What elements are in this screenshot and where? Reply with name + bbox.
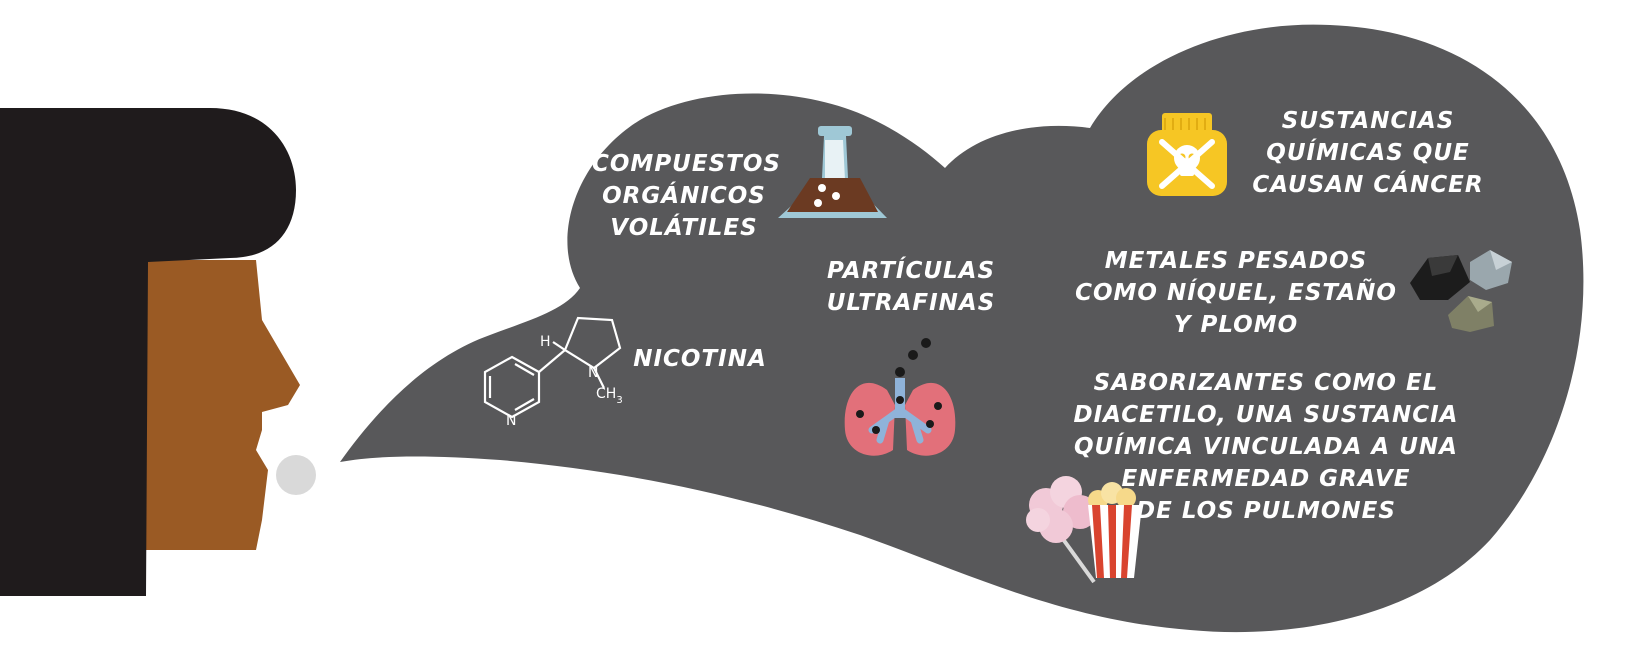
label-line: QUÍMICA VINCULADA A UNA	[1074, 434, 1458, 460]
label-saborizantes: SABORIZANTES COMO EL DIACETILO, UNA SUST…	[1066, 367, 1466, 527]
poison-jar-icon	[1147, 113, 1227, 196]
label-line: COMO NÍQUEL, ESTAÑO	[1075, 280, 1397, 306]
molecule-labels: H N N CH3	[506, 334, 623, 429]
label-line: ENFERMEDAD GRAVE	[1121, 466, 1411, 492]
molecule-nitrogen-ring-label: N	[588, 365, 598, 381]
label-particulas-ultrafinas: PARTÍCULAS ULTRAFINAS	[826, 255, 996, 319]
label-line: ORGÁNICOS	[602, 183, 766, 209]
molecule-methyl-subscript: 3	[616, 395, 622, 406]
molecule-methyl-text: CH	[596, 386, 616, 402]
cotton-candy-popcorn-icon	[1026, 476, 1142, 584]
label-line: QUÍMICAS QUE	[1266, 140, 1470, 166]
face	[140, 260, 300, 550]
label-compuestos-organicos-volatiles: COMPUESTOS ORGÁNICOS VOLÁTILES	[592, 148, 781, 244]
hair	[0, 108, 296, 596]
label-line: PARTÍCULAS	[826, 258, 996, 284]
flask-icon	[778, 126, 887, 218]
label-line: Y PLOMO	[1173, 312, 1299, 338]
label-line: SABORIZANTES COMO EL	[1093, 370, 1439, 396]
molecule-nitrogen-pyridine-label: N	[506, 413, 516, 429]
vapor-cloud	[340, 24, 1584, 633]
label-line: SUSTANCIAS	[1281, 108, 1455, 134]
molecule-hydrogen-label: H	[540, 334, 551, 350]
label-line: COMPUESTOS	[592, 151, 781, 177]
molecule-methyl-label: CH3	[596, 386, 623, 406]
label-sustancias-cancer: SUSTANCIAS QUÍMICAS QUE CAUSAN CÁNCER	[1248, 105, 1488, 201]
label-line: NICOTINA	[633, 346, 767, 372]
metal-rocks-icon	[1410, 250, 1512, 332]
smoke-puff	[276, 455, 316, 495]
label-metales-pesados: METALES PESADOS COMO NÍQUEL, ESTAÑO Y PL…	[1068, 245, 1404, 341]
label-line: VOLÁTILES	[610, 215, 758, 241]
label-line: METALES PESADOS	[1104, 248, 1368, 274]
label-line: CAUSAN CÁNCER	[1252, 172, 1484, 198]
person-head	[0, 108, 300, 596]
label-line: DIACETILO, UNA SUSTANCIA	[1073, 402, 1459, 428]
nicotine-molecule-icon	[483, 316, 622, 419]
label-line: ULTRAFINAS	[826, 290, 996, 316]
label-nicotina: NICOTINA	[632, 343, 768, 375]
lungs-icon	[844, 338, 956, 456]
label-line: DE LOS PULMONES	[1136, 498, 1396, 524]
